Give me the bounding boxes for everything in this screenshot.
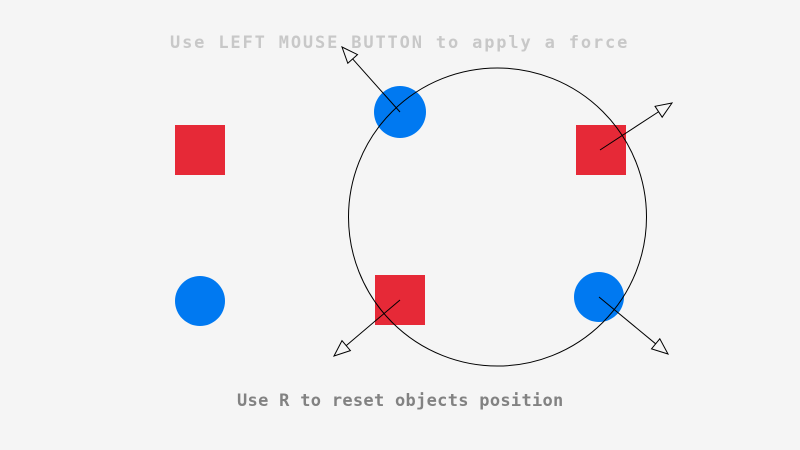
instruction-apply-force: Use LEFT MOUSE BUTTON to apply a force [170, 33, 630, 53]
force-arrow-shaft [352, 58, 401, 113]
physics-object-blue-circle[interactable] [175, 276, 225, 326]
force-arrow-head [341, 46, 359, 65]
force-arrow-shaft [598, 296, 656, 345]
force-arrow-shaft [599, 111, 659, 151]
physics-object-red-square[interactable] [175, 125, 225, 175]
force-arrow-head [332, 339, 352, 357]
force-arrow-head [654, 102, 674, 119]
force-arrow-shaft [345, 299, 401, 347]
force-arrow-head [650, 337, 670, 355]
instruction-reset: Use R to reset objects position [237, 391, 564, 411]
physics-object-red-square[interactable] [576, 125, 626, 175]
selection-circle-outline [348, 67, 647, 367]
